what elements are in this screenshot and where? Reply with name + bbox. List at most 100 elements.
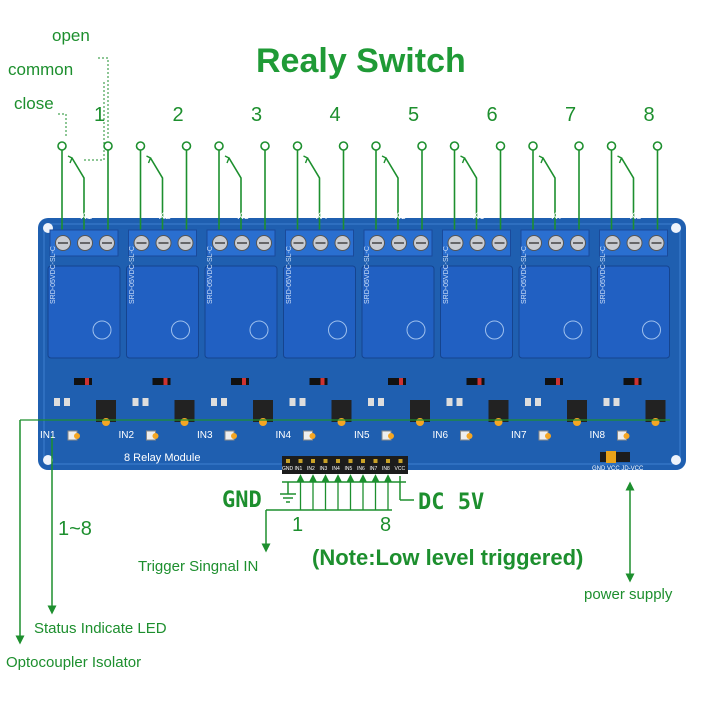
- optocoupler-chip: [331, 400, 352, 422]
- trigger-label: Trigger Singnal IN: [138, 558, 259, 575]
- contact-terminal-icon: [292, 141, 303, 151]
- relay-marking: SRD-05VDC-SL-C: [128, 246, 136, 304]
- contact-terminal-icon: [57, 141, 67, 151]
- close-label: close: [14, 94, 54, 113]
- relay-body: [597, 265, 670, 359]
- contact-terminal-icon: [417, 141, 427, 151]
- contact-terminal-icon: [135, 141, 146, 151]
- led-dot: [180, 418, 189, 426]
- header-pin-label: IN5: [344, 466, 353, 472]
- led-dot: [259, 418, 267, 426]
- relay-label: K8: [629, 211, 642, 222]
- contact-terminal-icon: [260, 141, 270, 151]
- header-pin-label: IN4: [332, 466, 340, 472]
- relay-marking: SRD-05VDC-SL-C: [442, 246, 450, 304]
- relay-label: K3: [237, 211, 250, 222]
- led-dot: [416, 418, 424, 426]
- mount-hole: [671, 455, 681, 465]
- input-label: IN3: [197, 430, 213, 441]
- header-pin-label: VCC: [394, 466, 406, 472]
- relay-body: [440, 265, 513, 359]
- channel-number: 3: [251, 104, 263, 126]
- open-label: open: [52, 26, 90, 45]
- contact-terminal-icon: [528, 141, 538, 151]
- led-dot: [337, 418, 346, 426]
- relay-marking: SRD-05VDC-SL-C: [50, 246, 57, 304]
- jumper-label: GND VCC JD-VCC: [592, 466, 644, 472]
- relay-marking: SRD-05VDC-SL-C: [285, 246, 293, 304]
- input-label: IN5: [354, 430, 370, 441]
- relay-body: [361, 265, 435, 359]
- input-label: IN1: [40, 430, 56, 441]
- relay-label: K5: [394, 211, 407, 222]
- module-label: 8 Relay Module: [124, 452, 201, 464]
- relay-label: K2: [158, 211, 171, 222]
- header-pin-label: IN3: [319, 466, 328, 472]
- input-label: IN2: [118, 430, 135, 441]
- input-label: IN7: [511, 430, 527, 441]
- mount-hole: [43, 455, 53, 465]
- led-dot: [494, 418, 503, 426]
- optocoupler-chip: [645, 400, 666, 422]
- contact-terminal-icon: [606, 141, 617, 151]
- note-label: (Note:Low level triggered): [312, 545, 584, 570]
- header-pin-label: IN8: [382, 466, 390, 472]
- dc-5v-label: DC 5V: [418, 490, 485, 515]
- channel-number: 8: [643, 104, 655, 126]
- header-pin-label: IN2: [307, 466, 315, 472]
- optocoupler-chip: [567, 400, 587, 422]
- relay-body: [126, 265, 199, 359]
- relay-label: K6: [472, 211, 485, 222]
- relay-label: K1: [80, 211, 93, 222]
- contact-terminal-icon: [338, 141, 349, 151]
- power-supply-label: power supply: [584, 586, 673, 603]
- contact-terminal-icon: [103, 141, 113, 151]
- header-pin-label: GND: [282, 466, 294, 472]
- relay-body: [283, 265, 356, 359]
- relay-marking: SRD-05VDC-SL-C: [521, 246, 528, 304]
- contact-terminal-icon: [495, 141, 506, 151]
- range-end-label: 8: [380, 514, 392, 536]
- gnd-label: GND: [222, 488, 262, 513]
- range-start-label: 1: [292, 514, 304, 536]
- input-label: IN6: [432, 430, 449, 441]
- relay-label: K7: [551, 211, 564, 222]
- input-label: IN8: [589, 430, 606, 441]
- relay-marking: SRD-05VDC-SL-C: [207, 246, 214, 304]
- channel-number: 4: [329, 104, 341, 126]
- contact-terminal-icon: [371, 141, 381, 151]
- header-pin-label: IN6: [357, 466, 365, 472]
- common-label: common: [8, 60, 74, 79]
- status-led-label: Status Indicate LED: [34, 620, 167, 637]
- led-dot: [573, 418, 581, 426]
- relay-body: [204, 265, 278, 359]
- contact-terminal-icon: [181, 141, 192, 151]
- optocoupler-chip: [96, 400, 116, 422]
- relay-marking: SRD-05VDC-SL-C: [599, 246, 607, 304]
- channel-number: 7: [565, 104, 577, 126]
- mount-hole: [671, 223, 681, 233]
- header-pin-label: IN1: [294, 466, 303, 472]
- opto-label: Optocoupler Isolator: [6, 654, 142, 671]
- optocoupler-chip: [253, 400, 273, 422]
- channel-number: 2: [172, 104, 184, 126]
- contact-terminal-icon: [652, 141, 663, 151]
- header-pin-label: IN7: [369, 466, 378, 472]
- relay-label: K4: [315, 211, 328, 222]
- optocoupler-chip: [488, 400, 509, 422]
- contact-terminal-icon: [574, 141, 584, 151]
- contact-terminal-icon: [449, 141, 460, 151]
- led-dot: [102, 418, 110, 426]
- led-range-label: 1~8: [58, 518, 92, 540]
- page-title: Realy Switch: [256, 42, 466, 80]
- channel-number: 6: [486, 104, 498, 126]
- channel-number: 5: [408, 104, 420, 126]
- input-label: IN4: [275, 430, 292, 441]
- relay-marking: SRD-05VDC-SL-C: [364, 246, 371, 304]
- relay-body: [47, 265, 121, 359]
- contact-terminal-icon: [214, 141, 224, 151]
- optocoupler-chip: [174, 400, 195, 422]
- led-dot: [651, 418, 660, 426]
- relay-body: [518, 265, 592, 359]
